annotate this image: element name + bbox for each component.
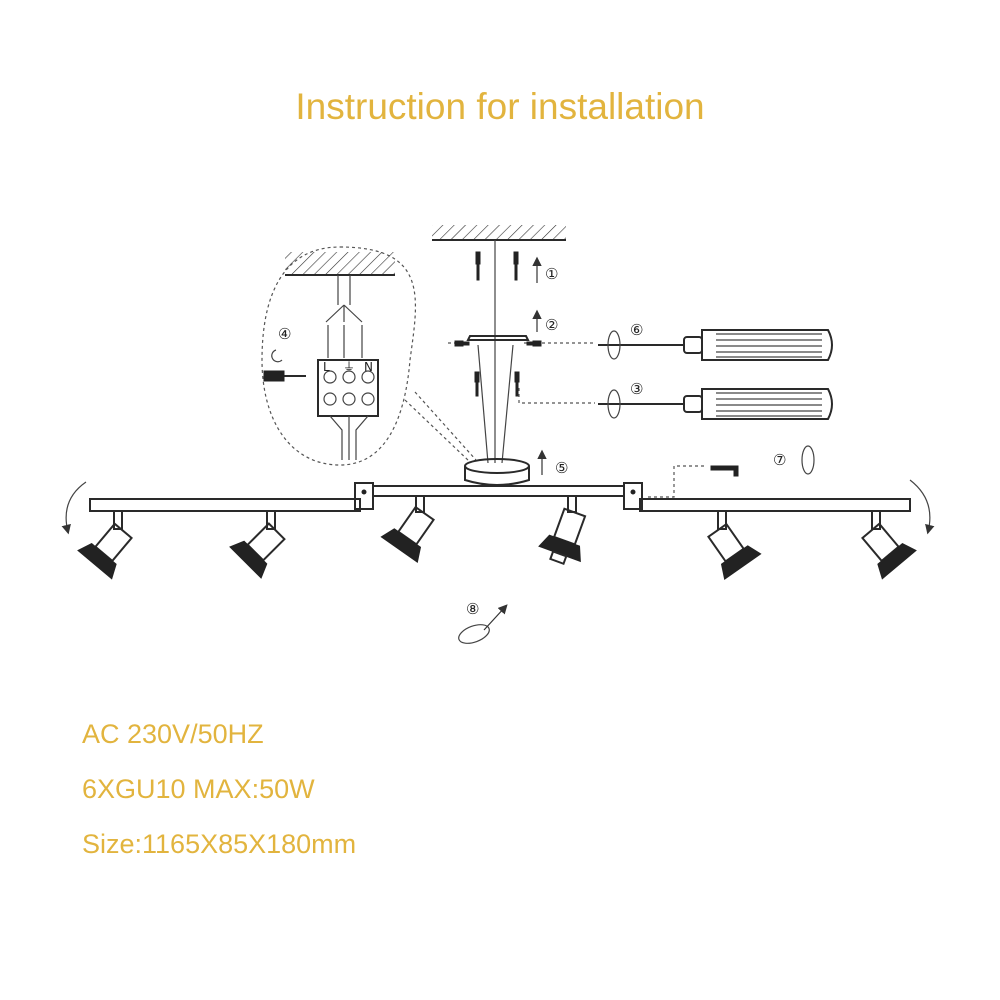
light-bar [89, 482, 911, 512]
rotation-arrow-icon [458, 604, 508, 644]
screw-icon [475, 251, 481, 281]
screw-icon [514, 371, 520, 397]
ceiling-screws [475, 251, 542, 283]
mounting-bracket [448, 309, 595, 347]
terminal-live-label: L [323, 360, 330, 374]
wiring-detail: L ⏚ N [261, 246, 477, 466]
rotation-arrow-icon [61, 481, 87, 535]
spotlight [380, 495, 435, 563]
suspension-wires [477, 240, 514, 464]
allen-key-icon [648, 445, 815, 498]
step-3-label: ③ [630, 380, 643, 398]
screw-icon [454, 340, 470, 347]
page-title: Instruction for installation [295, 86, 705, 127]
terminal-earth-label: ⏚ [343, 360, 355, 374]
spotlight [707, 510, 762, 580]
ceiling [432, 225, 566, 241]
spotlight [538, 495, 587, 566]
screwdriver-icon [598, 329, 833, 361]
step-6-label: ⑥ [630, 321, 643, 339]
spotlight [229, 510, 286, 579]
spotlight [861, 510, 917, 580]
spec-bulbs: 6XGU10 MAX:50W [82, 774, 315, 804]
screw-icon [513, 251, 519, 281]
step-7-label: ⑦ [773, 451, 786, 469]
spotlight [77, 510, 133, 580]
step-2-label: ② [545, 316, 558, 334]
canopy-screws [474, 371, 595, 404]
step-4-label: ④ [278, 325, 291, 343]
spec-voltage: AC 230V/50HZ [82, 719, 264, 749]
terminal-neutral-label: N [364, 360, 373, 374]
step-1-label: ① [545, 265, 558, 283]
step-5-label: ⑤ [555, 459, 568, 477]
canopy [464, 449, 547, 486]
step-8-label: ⑧ [466, 600, 479, 618]
screwdriver-icon [598, 388, 833, 420]
screw-icon [526, 340, 542, 347]
rotation-arrow-icon [909, 479, 935, 535]
screw-icon [474, 371, 480, 397]
spec-size: Size:1165X85X180mm [82, 829, 357, 859]
